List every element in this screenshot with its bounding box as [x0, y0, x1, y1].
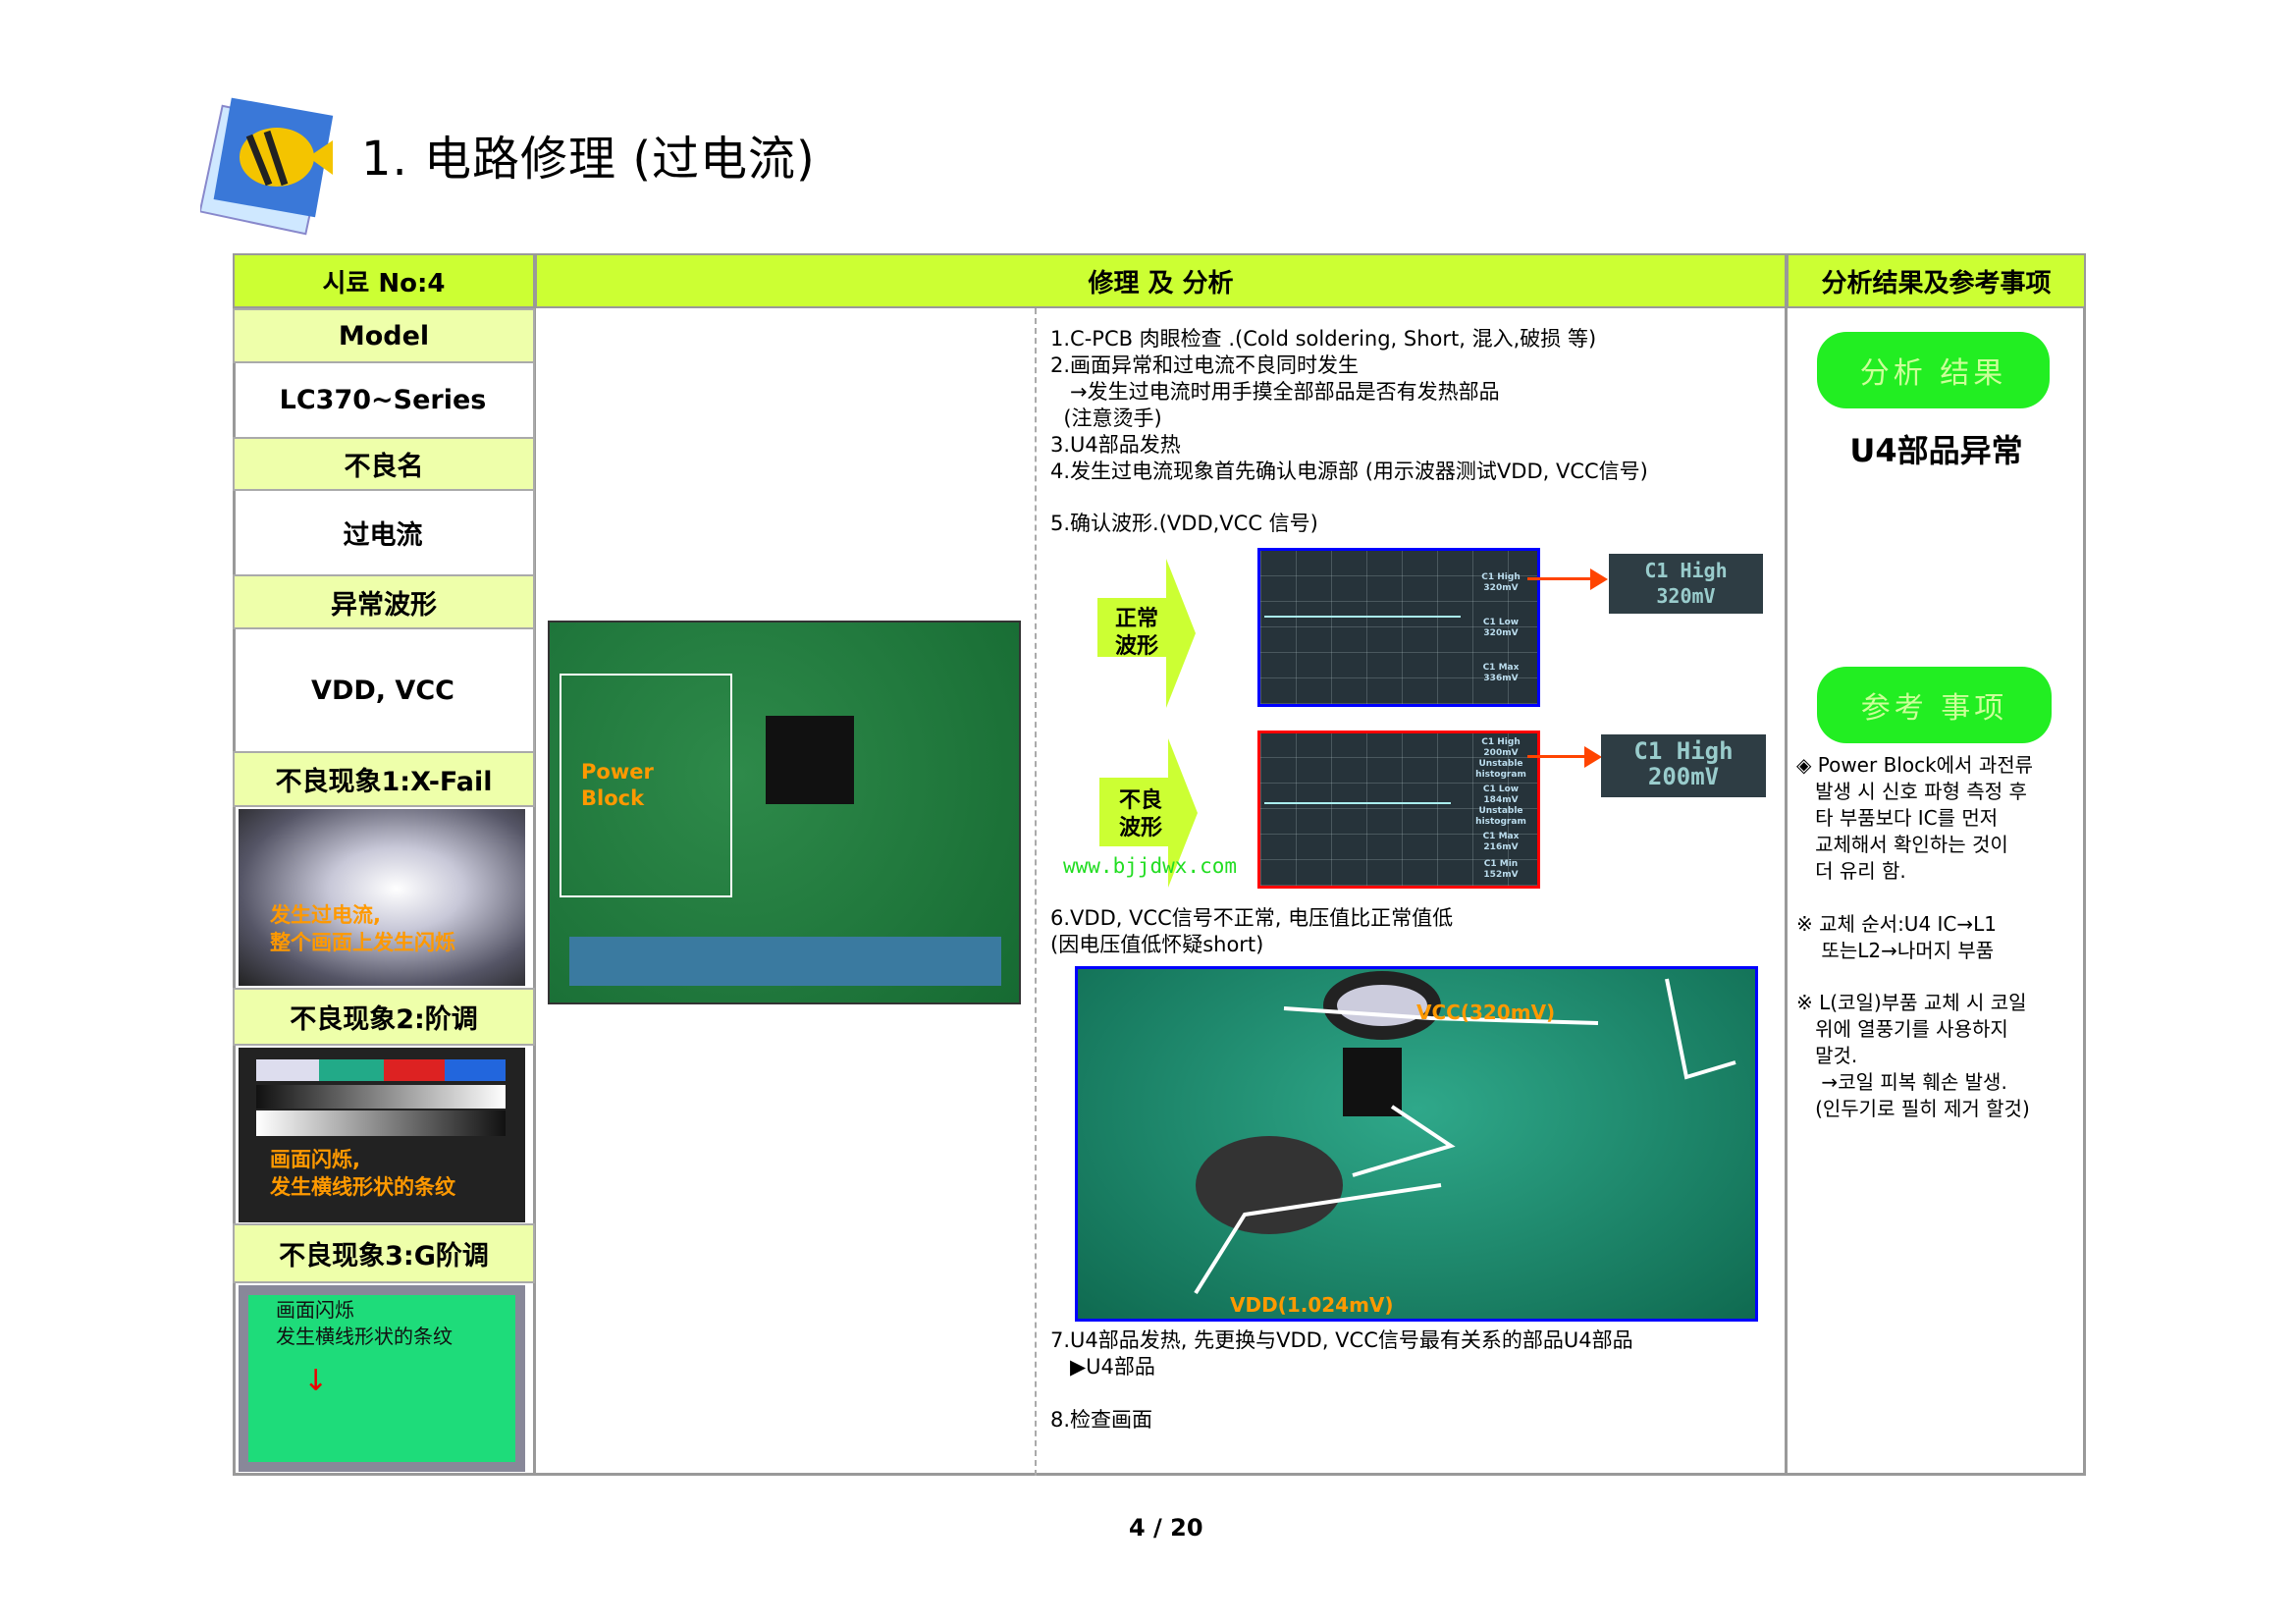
- header-repair-analysis: 修理 及 分析: [535, 253, 1787, 308]
- step-1: 1.C-PCB 肉眼检查 .(Cold soldering, Short, 混入…: [1050, 327, 1597, 351]
- fish-logo-icon: [198, 96, 347, 236]
- step-8: 8.检查画面: [1050, 1408, 1153, 1432]
- analysis-result-button[interactable]: 分析 结果: [1817, 332, 2050, 408]
- symptom3-label: 不良现象3:G阶调: [233, 1223, 535, 1283]
- symptom1-caption-1: 发生过电流,: [270, 903, 381, 927]
- step-7: 7.U4部品发热, 先更换与VDD, VCC信号最有关系的部品U4部品: [1050, 1328, 1633, 1352]
- column-divider: [1035, 308, 1037, 1476]
- symptom1-caption-2: 整个画面上发生闪烁: [270, 931, 455, 954]
- page-title: 1. 电路修理 (过电流): [361, 132, 816, 187]
- step-6-note: (因电压值低怀疑short): [1050, 933, 1264, 956]
- reference-notes-button[interactable]: 参考 事项: [1817, 667, 2052, 743]
- analysis-result: U4部品异常: [1849, 432, 2023, 469]
- waveform-label: 异常波形: [233, 574, 535, 629]
- power-block-label-2: Block: [581, 786, 645, 810]
- step-2-note: (注意烫手): [1050, 406, 1162, 430]
- symptom3-caption-2: 发生横线形状的条纹: [276, 1325, 453, 1348]
- vcc-label: VCC(320mV): [1416, 1001, 1556, 1024]
- down-arrow-icon: ↓: [303, 1364, 329, 1398]
- vdd-label: VDD(1.024mV): [1230, 1293, 1394, 1317]
- arrow-head-icon: [1584, 746, 1602, 768]
- symptom2-caption-1: 画面闪烁,: [270, 1148, 360, 1171]
- column-divider: [533, 308, 536, 1476]
- symptom3-caption-1: 画面闪烁: [276, 1298, 354, 1322]
- step-7-detail: ▶U4部品: [1050, 1355, 1155, 1379]
- symptom2-caption-2: 发生横线形状的条纹: [270, 1175, 455, 1199]
- symptom1-label: 不良现象1:X-Fail: [233, 751, 535, 807]
- model-label: Model: [233, 308, 535, 363]
- note-coil-replacement: ※ L(코일)부품 교체 시 코일 위에 열풍기를 사용하지 말것. →코일 피…: [1796, 991, 2030, 1120]
- model-value: LC370~Series: [233, 363, 535, 437]
- note-power-block: ◈ Power Block에서 과전류 발생 시 신호 파형 측정 후 타 부품…: [1796, 753, 2034, 883]
- note-replacement-order: ※ 교체 순서:U4 IC→L1 또는L2→나머지 부품: [1796, 912, 1998, 962]
- power-block-highlight: [560, 674, 732, 897]
- step-2-detail: →发生过电流时用手摸全部部品是否有发热部品: [1050, 380, 1500, 404]
- step-3: 3.U4部品发热: [1050, 433, 1181, 457]
- column-divider: [1785, 308, 1788, 1476]
- page-number: 4 / 20: [1129, 1514, 1203, 1542]
- header-sample-no: 시료 No:4: [233, 253, 535, 308]
- symptom1-image: 发生过电流, 整个画面上发生闪烁: [239, 809, 525, 986]
- symptom2-image: 画面闪烁, 发生横线形状的条纹: [239, 1048, 525, 1222]
- normal-waveform-label: 正常波形: [1115, 607, 1159, 659]
- symptom3-image: 画面闪烁 发生横线形状的条纹 ↓: [239, 1285, 525, 1472]
- step-4: 4.发生过电流现象首先确认电源部 (用示波器测试VDD, VCC信号): [1050, 460, 1648, 483]
- symptom2-label: 不良现象2:阶调: [233, 988, 535, 1046]
- board-closeup-photo: VCC(320mV) VDD(1.024mV): [1075, 966, 1758, 1322]
- arrow-right-icon: [1527, 755, 1592, 758]
- watermark: www.bjjdwx.com: [1063, 854, 1238, 878]
- power-block-label-1: Power: [581, 760, 654, 784]
- defect-name-label: 不良名: [233, 437, 535, 491]
- arrow-head-icon: [1590, 568, 1608, 590]
- pcb-photo: Power Block: [548, 621, 1021, 1004]
- defect-name-value: 过电流: [233, 491, 535, 574]
- arrow-right-icon: [1527, 577, 1598, 580]
- abnormal-waveform-label: 不良波形: [1119, 788, 1163, 840]
- header-results-notes: 分析结果及参考事项: [1787, 253, 2086, 308]
- step-2: 2.画面异常和过电流不良同时发生: [1050, 353, 1360, 377]
- step-6: 6.VDD, VCC信号不正常, 电压值比正常值低: [1050, 906, 1454, 930]
- waveform-value: VDD, VCC: [233, 629, 535, 751]
- step-5: 5.确认波形.(VDD,VCC 信号): [1050, 512, 1318, 535]
- normal-scope-screen: C1 High 320mV C1 Low 320mV C1 Max 336mV: [1257, 548, 1540, 707]
- abnormal-scope-screen: C1 High 200mV Unstable histogram C1 Low …: [1257, 731, 1540, 889]
